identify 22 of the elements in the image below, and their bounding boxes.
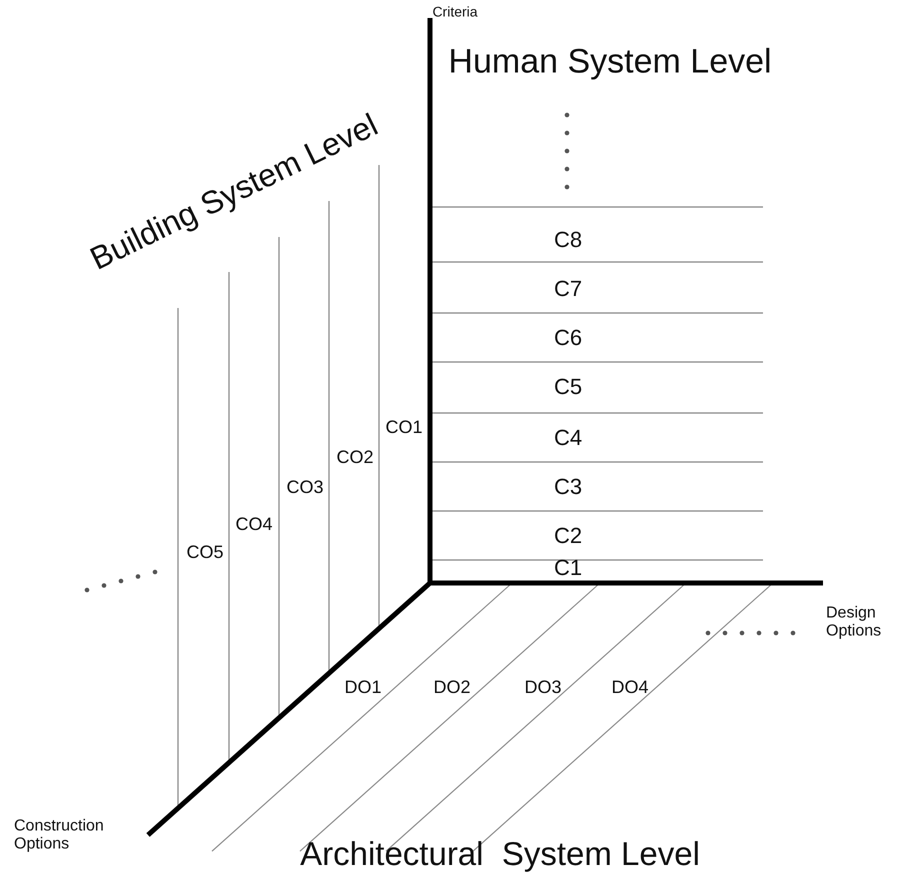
criterion-label: C5 (554, 374, 582, 400)
level-heading: Human System Level (448, 43, 772, 81)
criterion-label: C4 (554, 426, 582, 450)
option-label: DO2 (434, 678, 470, 698)
option-label: DO1 (344, 678, 382, 698)
criterion-label: C7 (554, 276, 582, 302)
criterion-label: C1 (554, 556, 582, 580)
option-label: CO4 (236, 515, 272, 535)
axis-title: Criteria (432, 4, 478, 20)
option-label: CO5 (186, 543, 224, 563)
criterion-label: C2 (554, 524, 582, 548)
criterion-label: C8 (554, 228, 582, 252)
option-label: CO2 (336, 448, 374, 468)
option-label: DO3 (524, 678, 562, 698)
option-label: DO4 (612, 678, 648, 698)
axis-title: Construction Options (14, 817, 105, 853)
level-heading: Architectural System Level (300, 836, 700, 872)
option-label: CO3 (286, 478, 324, 498)
option-label: CO1 (386, 418, 422, 438)
axis-title: Design Options (826, 604, 882, 640)
criterion-label: C3 (554, 474, 582, 500)
criterion-label: C6 (554, 326, 582, 350)
